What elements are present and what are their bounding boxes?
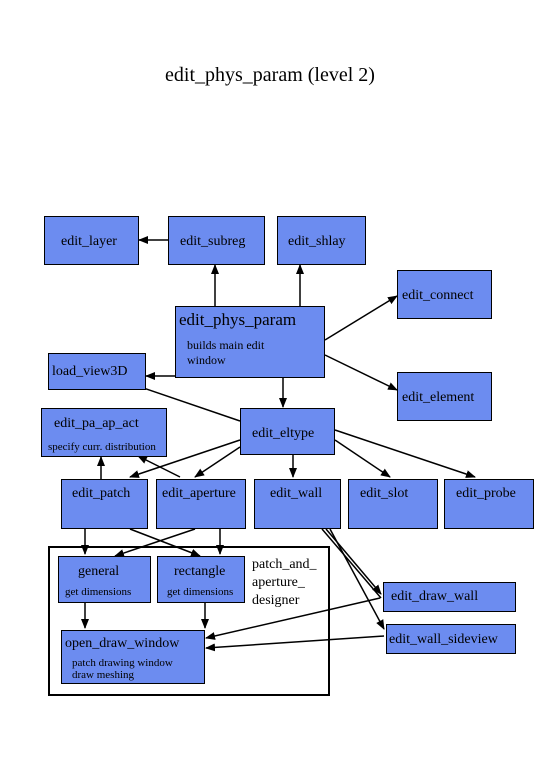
node-edit-element: edit_element	[397, 372, 492, 421]
node-label: edit_pa_ap_act	[54, 416, 139, 431]
node-description: specify curr. distribution	[48, 441, 156, 453]
node-label: rectangle	[174, 564, 226, 579]
node-description: patch drawing window draw meshing	[72, 657, 173, 681]
node-edit-wall: edit_wall	[254, 479, 341, 529]
node-label: edit_draw_wall	[391, 589, 479, 604]
node-description: builds main edit window	[187, 338, 265, 367]
node-label: edit_subreg	[180, 234, 246, 249]
edge-wall-to-sideview	[329, 528, 385, 630]
node-label: edit_element	[402, 390, 475, 405]
edge-eltype-to-slot	[334, 439, 391, 478]
node-rectangle: rectangle get dimensions	[157, 556, 245, 603]
node-label: edit_wall	[270, 486, 323, 501]
node-label: edit_wall_sideview	[389, 632, 498, 647]
node-label: general	[78, 564, 120, 579]
node-label: edit_shlay	[288, 234, 346, 249]
node-description: get dimensions	[65, 586, 132, 598]
node-edit-phys-param: edit_phys_param builds main edit window	[175, 306, 325, 378]
edge-wall-to-draw-wall-b	[321, 528, 382, 599]
node-edit-draw-wall: edit_draw_wall	[383, 582, 516, 612]
node-edit-aperture: edit_aperture	[156, 479, 246, 529]
node-label: edit_eltype	[252, 426, 315, 441]
node-label: edit_slot	[360, 486, 409, 501]
node-edit-probe: edit_probe	[444, 479, 534, 529]
edge-eltype-to-aperture	[194, 446, 241, 478]
node-label: edit_probe	[456, 486, 516, 501]
edge-to-connect	[324, 295, 398, 341]
node-label: load_view3D	[52, 364, 128, 379]
edge-sideview-to-open-draw	[205, 635, 385, 652]
node-description: get dimensions	[167, 586, 234, 598]
node-label: edit_aperture	[162, 486, 236, 501]
node-edit-wall-sideview: edit_wall_sideview	[386, 624, 516, 654]
node-label: edit_connect	[402, 288, 474, 303]
node-open-draw-window: open_draw_window patch drawing window dr…	[61, 630, 205, 684]
edge-aperture-to-pa-ap-act	[137, 455, 181, 478]
node-label: edit_layer	[61, 234, 117, 249]
page-title: edit_phys_param (level 2)	[165, 64, 375, 86]
node-edit-layer: edit_layer	[44, 216, 139, 265]
edge-eltype-to-probe	[334, 429, 476, 478]
node-label: open_draw_window	[65, 636, 180, 651]
edge-patch-to-rectangle	[129, 528, 201, 557]
node-edit-patch: edit_patch	[61, 479, 148, 529]
node-edit-subreg: edit_subreg	[168, 216, 265, 265]
node-edit-pa-ap-act: edit_pa_ap_act specify curr. distributio…	[41, 408, 167, 457]
edge-wall-to-draw-wall-a	[325, 528, 382, 595]
edge-eltype-to-patch	[129, 439, 241, 478]
designer-label: patch_and_ aperture_ designer	[252, 557, 317, 608]
edge-draw-wall-to-open-draw	[205, 597, 381, 640]
edge-to-element	[324, 354, 398, 391]
edge-aperture-to-general	[114, 528, 196, 557]
node-label: edit_phys_param	[179, 310, 297, 329]
node-general: general get dimensions	[58, 556, 151, 603]
node-load-view3d: load_view3D	[48, 353, 146, 390]
node-edit-slot: edit_slot	[348, 479, 438, 529]
node-label: edit_patch	[72, 486, 131, 501]
node-edit-shlay: edit_shlay	[277, 216, 366, 265]
node-edit-eltype: edit_eltype	[240, 408, 335, 455]
node-edit-connect: edit_connect	[397, 270, 492, 319]
designer-group-frame	[48, 546, 330, 696]
